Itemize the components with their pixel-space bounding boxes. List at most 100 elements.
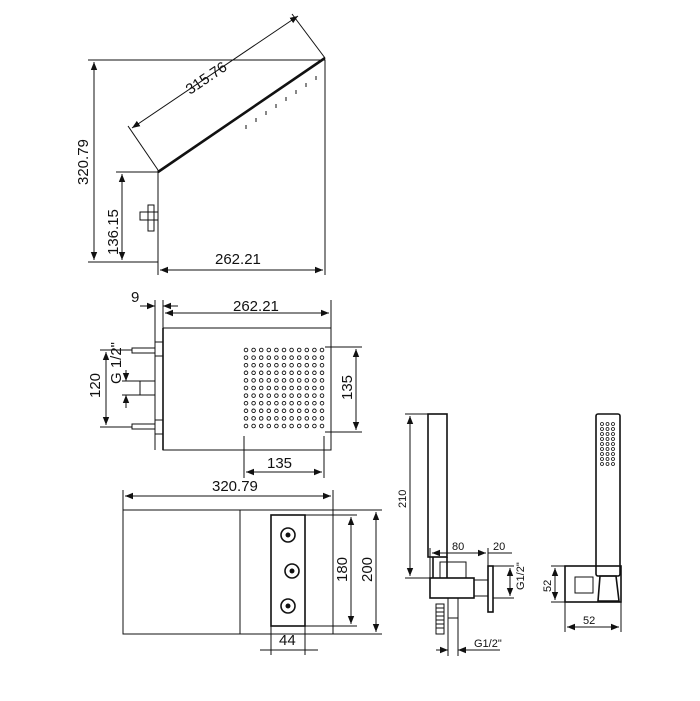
label-nozzle-height: 135 [339,375,356,400]
nozzle-hole [258,370,264,376]
nozzle-hole [312,385,317,391]
label-hand-body: 20 [493,541,505,553]
spray-hole [600,422,604,426]
spray-hole [605,432,610,436]
hand-shower-front: 52 52 [542,413,622,632]
bracket-top [154,341,164,357]
nozzle-row [245,76,317,129]
nozzle-hole [304,370,310,376]
mount-fitting [139,211,159,221]
nozzle-hole [289,400,294,406]
label-hand-height: 210 [397,490,409,508]
nozzle-hole [289,393,294,398]
spray-hole [600,447,604,451]
label-front-width: 320.79 [212,478,258,495]
nozzle-hole [274,378,279,383]
nozzle-hole [281,408,287,414]
nozzle-hole [251,378,256,383]
ext-line [291,13,326,59]
nozzle-hole [274,385,279,391]
nozzle-hole [266,423,272,429]
label-bracket-height: 52 [542,580,554,592]
nozzle-hole [312,393,317,398]
nozzle-hole [312,378,317,383]
nozzle-hole [304,423,310,429]
nozzle-hole [251,355,256,360]
inlet-fitting [139,380,156,396]
nozzle-hole [243,423,249,429]
nozzle-hole [289,416,294,421]
nozzle-hole [266,355,272,360]
nozzle-hole [251,400,256,406]
nozzle-hole [266,370,272,376]
label-outlet-thread: G1/2" [474,638,502,650]
nozzle-hole [243,416,249,421]
bracket-bottom [154,419,164,435]
nozzle-hole [319,347,325,353]
front-view: 320.79 180 200 44 [122,478,382,655]
nozzle-hole [243,370,249,376]
nozzle-hole [296,378,302,383]
nozzle-hole [304,355,310,360]
nozzle-hole [243,393,249,398]
spray-hole [605,457,610,461]
nozzle-hole [304,393,310,398]
spray-hole [611,447,615,451]
nozzle-hole [258,393,264,398]
nozzle-hole [304,347,310,353]
nozzle-hole [251,362,256,368]
nozzle-hole [281,400,287,406]
handle-body [427,413,448,558]
shower-arm [157,56,326,174]
nozzle-hole [281,347,287,353]
nozzle-hole [243,408,249,414]
spray-hole [611,442,615,446]
spray-hole [605,427,610,431]
nozzle-hole [258,423,264,429]
outlet [447,597,459,619]
nozzle-hole [266,408,272,414]
label-total-height: 320.79 [75,139,92,185]
spray-hole [600,457,604,461]
nozzle-hole [274,400,279,406]
nozzle-hole [251,370,256,376]
handset-body [595,413,621,577]
nozzle-hole [243,385,249,391]
nozzle-hole [281,385,287,391]
nozzle-hole [296,416,302,421]
nozzle-hole [319,400,325,406]
nozzle-hole [312,370,317,376]
nozzle-hole [258,408,264,414]
wall-fitting [473,579,489,597]
spray-hole [611,452,615,456]
spray-hole [605,452,610,456]
nozzle-hole [266,362,272,368]
label-arm-height: 136.15 [105,209,122,255]
nozzle-hole [266,378,272,383]
spray-hole [605,462,610,466]
nozzle-hole [289,423,294,429]
nozzle-hole [304,408,310,414]
nozzle-hole [258,400,264,406]
nozzle-grid [243,347,325,429]
nozzle-hole [289,347,294,353]
nozzle-hole [296,408,302,414]
nozzle-hole [281,423,287,429]
jet-nozzle [280,598,296,614]
nozzle-hole [289,362,294,368]
pin-top [131,347,156,354]
label-top-depth: 262.21 [233,298,279,315]
label-inner-height: 180 [334,557,351,582]
nozzle-hole [296,400,302,406]
spray-hole [611,462,615,466]
spray-hole [600,442,604,446]
label-connection: G 1/2" [108,342,125,384]
nozzle-hole [258,416,264,421]
nozzle-hole [304,362,310,368]
top-view: 9 262.21 120 G 1/2" 135 135 [87,289,362,478]
nozzle-hole [243,362,249,368]
nozzle-hole [258,362,264,368]
nozzle-hole [266,385,272,391]
nozzle-hole [319,378,325,383]
nozzle-hole [251,347,256,353]
